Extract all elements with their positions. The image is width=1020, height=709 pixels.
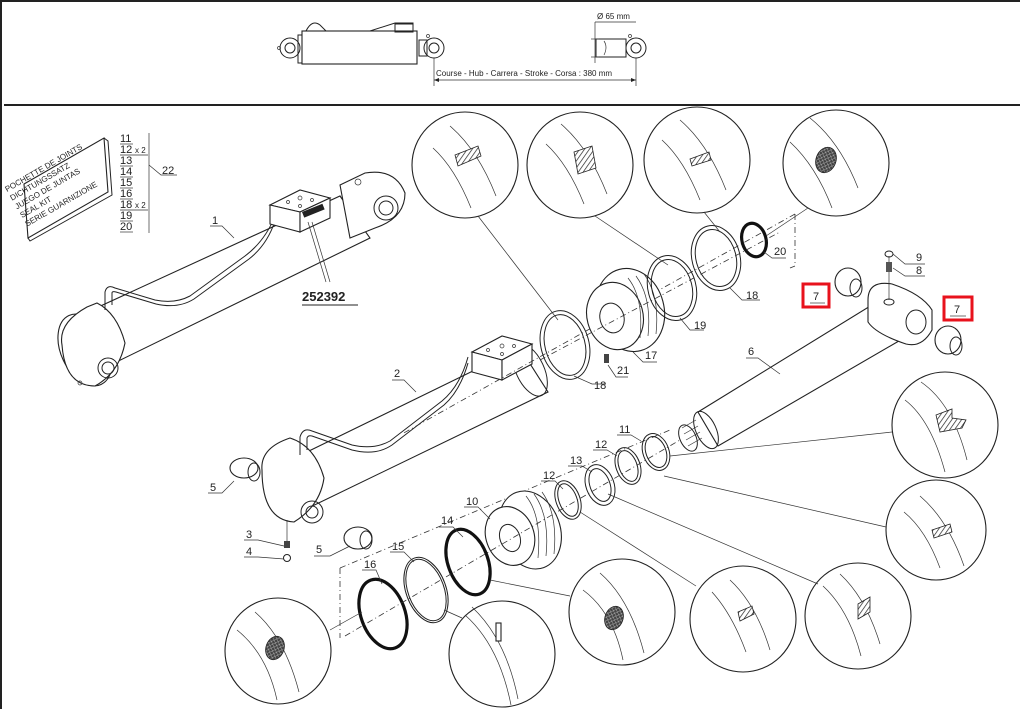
detail-circle-wiper [669,371,999,479]
callout-8: 8 [916,265,922,277]
callout-10: 10 [466,496,478,508]
detail-circle-flat-seal [643,106,751,233]
detail-circle-square-seal [526,111,669,266]
callout-5b: 5 [316,544,322,556]
svg-text:20: 20 [120,221,132,233]
ring-12-bottom [554,480,582,520]
callout-18b: 18 [746,290,758,302]
frame-left-border [0,0,2,709]
seal-kit-item: 13 [120,155,133,167]
highlight-box-7-right[interactable] [942,295,974,322]
header-cylinder-overview: Ø 65 mm Course - Hub - Carrera - Stroke … [277,12,647,86]
overview-rod [595,38,627,58]
ring-18-right [690,225,742,291]
bushing-5-bottom [343,526,373,550]
diameter-label: Ø 65 mm [597,12,630,21]
overview-cylinder-body [301,30,418,65]
ring-12-top [614,447,642,485]
frame-top-border [0,0,1020,2]
callout-14: 14 [441,515,453,527]
svg-text:14: 14 [120,166,132,178]
header-separator [4,104,1020,106]
detail-circle-rect-seal-2 [663,475,987,581]
callout-6: 6 [748,346,754,358]
piston-group: 16 15 14 10 12 13 12 11 [344,424,681,651]
detail-circle-oring-2 [224,597,363,705]
callout-9: 9 [916,252,922,264]
callout-22: 22 [162,165,174,177]
seal-kit-boundary-bottom [339,429,671,569]
nipple-cap [283,554,291,562]
callout-19: 19 [694,320,706,332]
seal-kit-item: 20 [120,221,133,233]
callout-5a: 5 [210,482,216,494]
callout-15: 15 [392,541,404,553]
svg-text:x 2: x 2 [135,146,146,155]
ring-15 [403,556,449,624]
callout-21: 21 [617,365,629,377]
overview-left-eye [279,37,301,59]
piston-head-group: 18 17 21 19 18 20 [539,221,786,392]
ring-18-left [539,310,591,380]
piston-rod-6: 6 9 8 7 7 [678,250,974,452]
svg-text:11: 11 [120,133,131,145]
callout-16: 16 [364,559,376,571]
ring-11 [641,433,671,471]
part-reference-number: 252392 [302,289,345,304]
detail-circle-lip-seal [607,493,912,670]
svg-text:x 2: x 2 [135,201,146,210]
bushing-5-top [229,457,259,479]
seal-kit-item: 15 [120,177,133,189]
seal-kit-item: 14 [120,166,133,178]
stroke-label: Course - Hub - Carrera - Stroke - Corsa … [436,69,612,78]
callout-3: 3 [246,529,252,541]
callout-7b: 7 [954,304,960,316]
svg-text:19: 19 [120,210,132,222]
svg-text:16: 16 [120,188,132,200]
seal-kit-item: 16 [120,188,133,200]
detail-circle-rect-seal-3 [579,511,797,673]
seal-kit-card: POCHETTE DE JOINTS DICHTUNGSSATZ JUEGO D… [4,137,113,242]
set-screw-21 [604,354,609,363]
callout-18a: 18 [594,380,606,392]
callout-20: 20 [774,246,786,258]
detail-views [224,106,999,708]
callout-13: 13 [570,455,582,467]
seal-kit-item: 11 [120,133,133,145]
o-ring-16 [357,577,409,651]
ring-13 [584,464,616,506]
seal-kit-boundary-top [789,214,796,269]
seal-kit-box [23,137,109,239]
svg-text:18: 18 [120,199,132,211]
grease-nipple [284,541,290,548]
svg-text:13: 13 [120,155,132,167]
callout-11: 11 [619,424,630,436]
bushing-7-right [934,325,962,355]
callout-2: 2 [394,368,400,380]
detail-circle-oring-3 [489,558,676,666]
seal-kit-item: 19 [120,210,133,222]
callout-7a: 7 [813,291,819,303]
cylinder-assembly-1: 1 252392 [57,171,406,387]
lube-fitting-8 [886,262,892,272]
callout-12a: 12 [595,439,607,451]
callout-4: 4 [246,546,252,558]
svg-text:12: 12 [120,144,132,156]
callout-1: 1 [212,215,218,227]
highlight-box-7-left[interactable] [801,282,831,309]
callout-12b: 12 [543,470,555,482]
ring-19 [646,255,698,321]
detail-circle-rect-seal [411,111,559,321]
svg-text:15: 15 [120,177,132,189]
o-ring-20 [740,221,768,259]
bushing-7-left [834,267,862,297]
detail-circle-backup-ring [443,600,556,708]
callout-17: 17 [645,350,657,362]
detail-circle-oring [765,109,890,237]
